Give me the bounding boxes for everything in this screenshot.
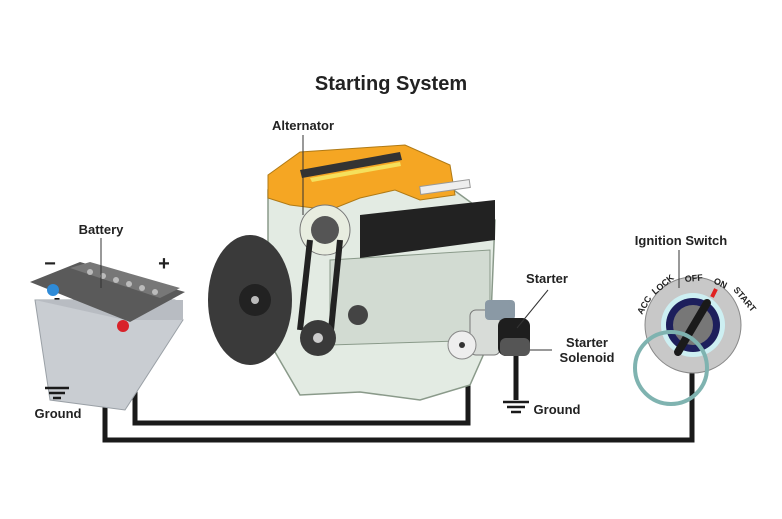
ground-symbol-battery	[45, 386, 69, 400]
ignition-key	[674, 299, 711, 356]
starter-solenoid	[500, 338, 530, 356]
ignition-switch-label: Ignition Switch	[635, 233, 727, 248]
engine	[208, 144, 496, 401]
starter-motor	[447, 300, 530, 360]
battery-ground-label: Ground	[35, 406, 82, 421]
key-ring	[633, 330, 709, 406]
positive-terminal	[117, 320, 129, 332]
ground-symbol-starter	[503, 400, 529, 414]
alternator-label: Alternator	[272, 118, 334, 133]
solenoid-label-line2: Solenoid	[560, 350, 615, 365]
starter-label: Starter	[526, 271, 568, 286]
on-marker	[710, 288, 718, 298]
position-off: OFF	[684, 272, 703, 284]
positive-sign: +	[158, 253, 170, 275]
negative-terminal	[47, 284, 59, 296]
engine-cover	[267, 144, 456, 211]
starter-ground-label: Ground	[534, 402, 581, 417]
solenoid-label-line1: Starter	[566, 335, 608, 350]
negative-sign: −	[44, 253, 56, 275]
battery-label: Battery	[79, 222, 125, 237]
fan	[208, 235, 292, 365]
diagram-title: Starting System	[315, 73, 467, 95]
ignition-switch	[633, 276, 742, 406]
